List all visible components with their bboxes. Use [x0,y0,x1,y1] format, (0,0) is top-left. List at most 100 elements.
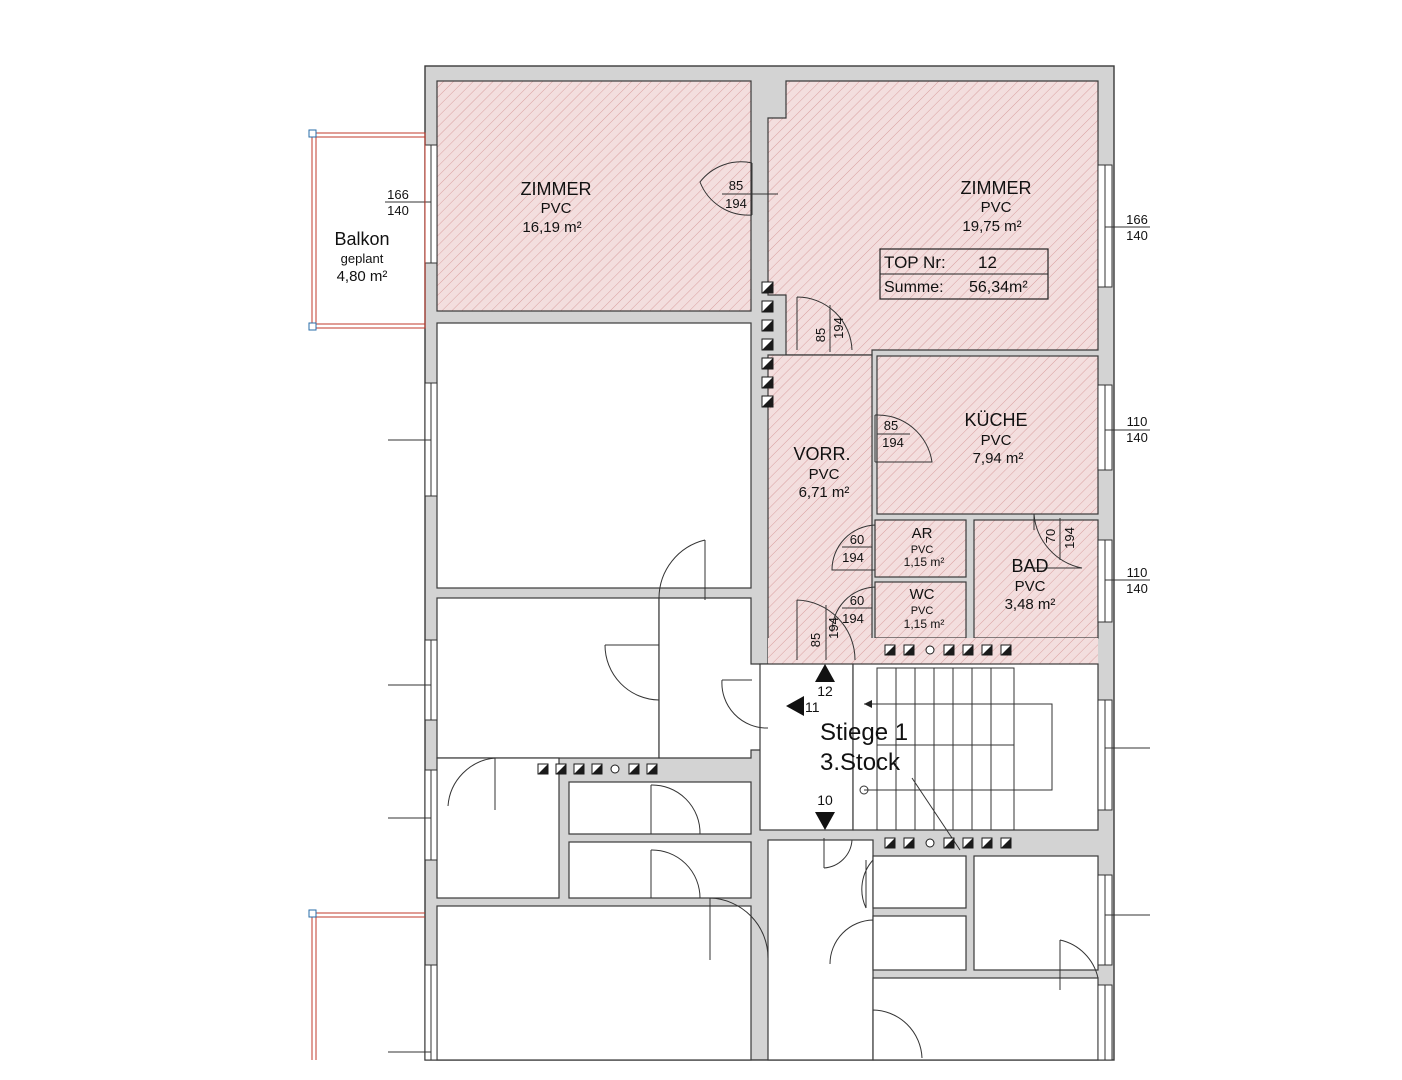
room-ar [874,519,967,578]
vorraum-name: VORR. [793,444,850,464]
label-zimmer-1: ZIMMER PVC 16,19 m² [521,179,592,236]
svg-text:194: 194 [882,435,904,450]
window-dim-right-3: 110 140 [1126,565,1148,596]
svg-text:85: 85 [808,633,823,647]
room-neighbor-6 [436,905,752,1061]
room-neighbor-4 [568,781,752,835]
window-dim-right-2: 110 140 [1126,414,1148,445]
bad-floor: PVC [1015,578,1046,595]
marker-10-label: 10 [817,792,833,808]
room-zimmer-1 [436,80,752,312]
sum-value: 56,34m² [969,279,1028,296]
svg-text:140: 140 [1126,581,1148,596]
door-dim-4: 70 194 [1043,518,1077,560]
room-neighbor-5 [568,841,752,899]
label-balcony: Balkon geplant 4,80 m² [334,229,389,285]
stairwell [852,663,1099,831]
stair-name: Stiege 1 [820,719,908,746]
room-neighbor-7 [872,855,967,909]
shaft-row-vertical [761,281,774,408]
label-ar: AR PVC 1,15 m² [904,525,945,569]
corridor-lower [767,839,874,1061]
svg-text:166: 166 [387,187,409,202]
svg-text:60: 60 [850,593,864,608]
room-neighbor-3 [436,757,560,899]
label-bad: BAD PVC 3,48 m² [1005,556,1056,613]
room-wc [874,581,967,639]
kueche-name: KÜCHE [964,410,1027,430]
bad-name: BAD [1011,556,1048,576]
kueche-area: 7,94 m² [973,450,1024,467]
marker-11-label: 11 [805,699,820,715]
windows [424,144,1113,1061]
room-neighbor-10 [872,977,1099,1061]
door-dim-7: 85 194 [808,605,841,660]
label-kueche: KÜCHE PVC 7,94 m² [964,410,1027,467]
marker-10: 10 [815,792,835,830]
zimmer-1-name: ZIMMER [521,179,592,199]
balcony-area: 4,80 m² [337,268,388,285]
svg-text:140: 140 [1126,228,1148,243]
balcony-name: Balkon [334,229,389,249]
door-dim-6: 60 194 [842,593,872,626]
svg-text:140: 140 [1126,430,1148,445]
vorraum-floor: PVC [809,466,840,483]
svg-text:194: 194 [842,611,864,626]
window-leader-lines [385,201,1150,1053]
room-neighbor-1 [436,322,752,589]
summary-box: TOP Nr: 12 Summe: 56,34m² [879,248,1049,300]
stair-floor: 3.Stock [820,749,901,776]
door-dim-2: 85 194 [813,305,846,352]
ar-area: 1,15 m² [904,555,945,569]
zimmer-2-area: 19,75 m² [962,218,1021,235]
zimmer-1-area: 16,19 m² [522,219,581,236]
bad-area: 3,48 m² [1005,596,1056,613]
shaft-row-upper [884,644,1012,656]
svg-text:194: 194 [842,550,864,565]
door-dim-3: 85 194 [877,418,910,450]
zimmer-2-name: ZIMMER [961,178,1032,198]
svg-text:110: 110 [1127,414,1148,429]
svg-text:85: 85 [813,328,828,342]
svg-text:166: 166 [1126,212,1148,227]
label-vorraum: VORR. PVC 6,71 m² [793,444,850,501]
marker-12-label: 12 [817,683,833,699]
wc-area: 1,15 m² [904,617,945,631]
balcony-status: geplant [341,251,384,266]
marker-12: 12 [815,664,835,699]
shaft-row-middle [537,763,658,775]
room-bad [973,519,1099,639]
door-dim-5: 60 194 [842,532,872,565]
wc-floor: PVC [911,605,934,617]
svg-text:85: 85 [884,418,898,433]
svg-text:194: 194 [1062,527,1077,549]
svg-text:140: 140 [387,203,409,218]
room-zimmer-2 [767,80,1099,356]
room-kueche [876,355,1099,515]
wc-name: WC [910,586,935,603]
door-dim-1: 85 194 [722,178,778,211]
zimmer-2-floor: PVC [981,199,1012,216]
zimmer-1-floor: PVC [541,200,572,217]
svg-text:85: 85 [729,178,743,193]
room-neighbor-8 [872,915,967,971]
room-neighbor-9 [973,855,1099,971]
kueche-floor: PVC [981,432,1012,449]
balcony-planned [308,129,426,331]
label-zimmer-2: ZIMMER PVC 19,75 m² [961,178,1032,235]
marker-11: 11 [786,696,820,716]
svg-text:194: 194 [831,317,846,339]
vorraum-area: 6,71 m² [799,484,850,501]
window-dim-left: 166 140 [387,187,409,218]
room-neighbor-2 [436,597,660,759]
svg-text:60: 60 [850,532,864,547]
svg-text:194: 194 [826,617,841,639]
top-label: TOP Nr: [884,253,946,272]
label-wc: WC PVC 1,15 m² [904,586,945,631]
window-dim-right-1: 166 140 [1126,212,1148,243]
stair-label: Stiege 1 3.Stock [820,719,908,776]
svg-text:110: 110 [1127,565,1148,580]
top-value: 12 [978,253,997,272]
balcony-lower [308,909,425,1060]
